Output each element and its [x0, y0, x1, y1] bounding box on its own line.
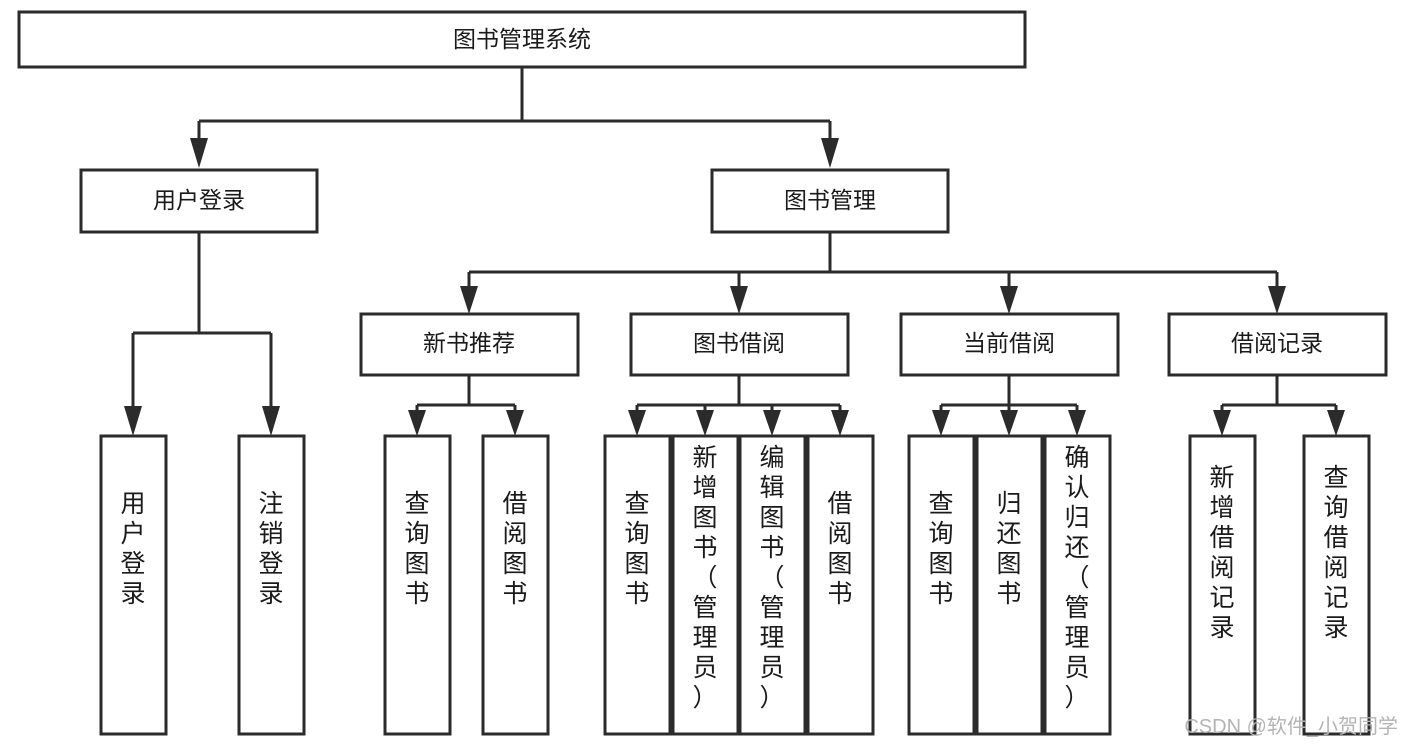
node-new-book-rec[interactable]: 新书推荐 — [359, 312, 580, 377]
arrow-head-leaf-query-book-2 — [628, 410, 646, 436]
node-leaf-confirm-return-label: 确认归还（管理员） — [1064, 444, 1089, 712]
arrow-head-leaf-query-book-1 — [408, 410, 426, 436]
node-leaf-add-book-box[interactable] — [671, 434, 740, 736]
node-leaf-edit-book-label: 编辑图书（管理员） — [759, 444, 784, 712]
connector-group-root — [190, 67, 839, 168]
connector-group-borrow-record — [1213, 375, 1345, 436]
node-leaf-query-record-label: 查询借阅记录 — [1323, 464, 1348, 642]
node-leaf-query-book-1-box[interactable] — [383, 434, 452, 736]
node-root[interactable]: 图书管理系统 — [17, 10, 1027, 69]
arrow-head-book-manage — [821, 138, 839, 168]
node-leaf-add-book[interactable]: 新增图书（管理员） — [671, 434, 740, 736]
node-current-borrow-label: 当前借阅 — [963, 330, 1055, 356]
node-leaf-query-record-box[interactable] — [1302, 434, 1371, 736]
connector-group-new-book-rec — [408, 375, 524, 436]
node-new-book-rec-label: 新书推荐 — [423, 330, 515, 356]
node-leaf-user-logout-label: 注销登录 — [258, 490, 283, 608]
node-book-borrow-label: 图书借阅 — [693, 330, 785, 356]
node-leaf-query-book-2-label: 查询图书 — [624, 490, 649, 608]
node-book-borrow[interactable]: 图书借阅 — [629, 312, 850, 377]
node-leaf-add-record-label: 新增借阅记录 — [1209, 464, 1234, 642]
arrow-head-leaf-borrow-book-2 — [831, 410, 849, 436]
connector-group-current-borrow — [932, 375, 1086, 436]
node-leaf-borrow-book-2-box[interactable] — [806, 434, 875, 736]
node-leaf-edit-book-box[interactable] — [738, 434, 807, 736]
node-leaf-user-login-box[interactable] — [99, 434, 168, 736]
node-borrow-record-box[interactable] — [1167, 312, 1388, 377]
node-current-borrow-box[interactable] — [899, 312, 1120, 377]
node-book-manage[interactable]: 图书管理 — [710, 168, 950, 234]
arrow-head-book-borrow — [730, 286, 748, 314]
node-borrow-record-label: 借阅记录 — [1231, 330, 1323, 356]
node-current-borrow[interactable]: 当前借阅 — [899, 312, 1120, 377]
connector-group-book-manage — [460, 232, 1286, 314]
arrow-head-borrow-record — [1268, 286, 1286, 314]
node-root-box[interactable] — [17, 10, 1027, 69]
node-book-manage-label: 图书管理 — [784, 187, 876, 213]
node-leaf-borrow-book-2-label: 借阅图书 — [827, 490, 852, 608]
arrow-head-leaf-add-book — [696, 410, 714, 436]
node-leaf-query-record[interactable]: 查询借阅记录 — [1302, 434, 1371, 736]
node-root-label: 图书管理系统 — [453, 26, 591, 52]
connector-group-user-login — [124, 232, 280, 436]
node-new-book-rec-box[interactable] — [359, 312, 580, 377]
node-leaf-edit-book[interactable]: 编辑图书（管理员） — [738, 434, 807, 736]
node-leaf-add-record[interactable]: 新增借阅记录 — [1188, 434, 1257, 736]
node-leaf-return-book[interactable]: 归还图书 — [975, 434, 1044, 736]
node-leaf-query-book-3[interactable]: 查询图书 — [907, 434, 976, 736]
node-book-manage-box[interactable] — [710, 168, 950, 234]
node-leaf-borrow-book-2[interactable]: 借阅图书 — [806, 434, 875, 736]
node-leaf-return-book-box[interactable] — [975, 434, 1044, 736]
arrow-head-leaf-query-record — [1327, 410, 1345, 436]
node-leaf-add-book-label: 新增图书（管理员） — [692, 444, 717, 712]
arrow-head-user-login — [190, 138, 208, 168]
node-leaf-borrow-book-1[interactable]: 借阅图书 — [481, 434, 550, 736]
arrow-head-leaf-user-logout — [262, 406, 280, 436]
node-leaf-query-book-1-label: 查询图书 — [404, 490, 429, 608]
node-user-login-label: 用户登录 — [153, 187, 245, 213]
arrow-head-leaf-confirm-return — [1068, 410, 1086, 436]
node-leaf-return-book-label: 归还图书 — [996, 490, 1021, 608]
node-leaf-user-login[interactable]: 用户登录 — [99, 434, 168, 736]
arrow-head-leaf-query-book-3 — [932, 410, 950, 436]
node-leaf-user-logout[interactable]: 注销登录 — [237, 434, 306, 736]
node-borrow-record[interactable]: 借阅记录 — [1167, 312, 1388, 377]
node-leaf-query-book-3-label: 查询图书 — [928, 490, 953, 608]
node-book-borrow-box[interactable] — [629, 312, 850, 377]
node-leaf-query-book-1[interactable]: 查询图书 — [383, 434, 452, 736]
arrow-head-leaf-edit-book — [763, 410, 781, 436]
node-leaf-user-login-label: 用户登录 — [120, 490, 145, 608]
arrow-head-current-borrow — [1000, 286, 1018, 314]
node-leaf-user-logout-box[interactable] — [237, 434, 306, 736]
node-leaf-query-book-2-box[interactable] — [603, 434, 672, 736]
arrow-head-leaf-user-login — [124, 406, 142, 436]
node-user-login-box[interactable] — [79, 168, 319, 234]
watermark-label: CSDN @软件_小贺同学 — [1184, 715, 1398, 738]
arrow-head-new-book-rec — [460, 286, 478, 314]
node-leaf-query-book-2[interactable]: 查询图书 — [603, 434, 672, 736]
node-leaf-add-record-box[interactable] — [1188, 434, 1257, 736]
node-leaf-borrow-book-1-label: 借阅图书 — [502, 490, 527, 608]
node-leaf-query-book-3-box[interactable] — [907, 434, 976, 736]
arrow-head-leaf-borrow-book-1 — [506, 410, 524, 436]
arrow-head-leaf-add-record — [1213, 410, 1231, 436]
node-user-login[interactable]: 用户登录 — [79, 168, 319, 234]
node-leaf-confirm-return[interactable]: 确认归还（管理员） — [1043, 434, 1112, 736]
connector-group-book-borrow — [628, 375, 849, 436]
arrow-head-leaf-return-book — [1000, 410, 1018, 436]
node-leaf-confirm-return-box[interactable] — [1043, 434, 1112, 736]
node-leaf-borrow-book-1-box[interactable] — [481, 434, 550, 736]
